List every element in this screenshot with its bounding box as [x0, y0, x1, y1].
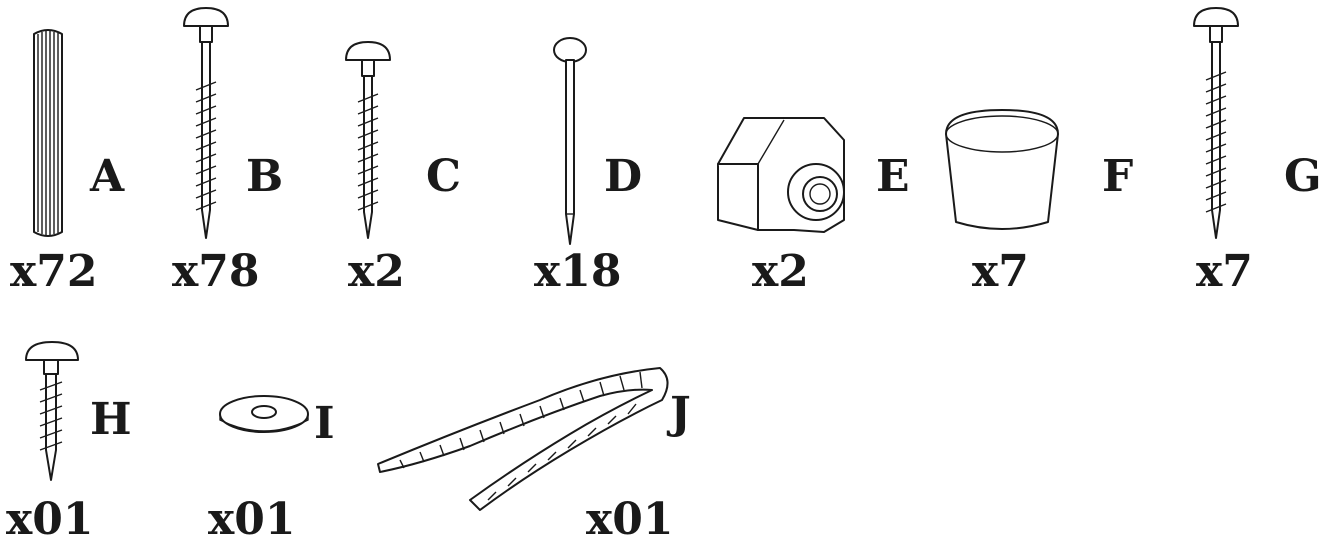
- part-g: G x7: [1180, 0, 1339, 300]
- part-g-letter: G: [1284, 151, 1322, 202]
- part-h-quantity: x01: [6, 494, 94, 545]
- part-a-quantity: x72: [10, 246, 98, 297]
- part-b-quantity: x78: [172, 246, 260, 297]
- part-i-quantity: x01: [208, 494, 296, 545]
- part-c-quantity: x2: [348, 246, 405, 297]
- part-d-letter: D: [604, 151, 643, 202]
- part-f-quantity: x7: [972, 246, 1029, 297]
- washer-icon: [219, 395, 309, 433]
- part-h-letter: H: [90, 394, 132, 445]
- strap-icon: [377, 367, 669, 511]
- part-e-letter: E: [876, 151, 910, 202]
- part-j-letter: J: [670, 388, 691, 439]
- part-b: B x78: [160, 0, 300, 300]
- part-e-quantity: x2: [752, 246, 809, 297]
- part-i: I x01: [200, 330, 360, 544]
- short-screw-icon: [25, 341, 79, 481]
- part-i-letter: I: [314, 398, 335, 449]
- part-j: J x01: [370, 330, 720, 544]
- part-d-quantity: x18: [534, 246, 622, 297]
- part-g-quantity: x7: [1196, 246, 1253, 297]
- part-c-letter: C: [426, 151, 462, 202]
- part-d: D x18: [530, 0, 670, 300]
- part-a-letter: A: [90, 151, 125, 202]
- part-f: F x7: [930, 0, 1150, 300]
- medium-screw-icon: [345, 41, 391, 239]
- part-h: H x01: [0, 330, 150, 544]
- long-screw-icon: [1193, 7, 1239, 239]
- long-screw-icon: [183, 7, 229, 239]
- fluted-dowel-icon: [33, 29, 63, 237]
- part-c: C x2: [330, 0, 470, 300]
- cam-lock-connector-icon: [717, 117, 845, 233]
- nail-icon: [553, 37, 587, 245]
- part-b-letter: B: [246, 151, 284, 202]
- part-f-letter: F: [1102, 151, 1134, 202]
- part-a: A x72: [0, 0, 130, 300]
- furniture-foot-cap-icon: [945, 109, 1059, 230]
- part-e: E x2: [700, 0, 920, 300]
- part-j-quantity: x01: [586, 494, 674, 545]
